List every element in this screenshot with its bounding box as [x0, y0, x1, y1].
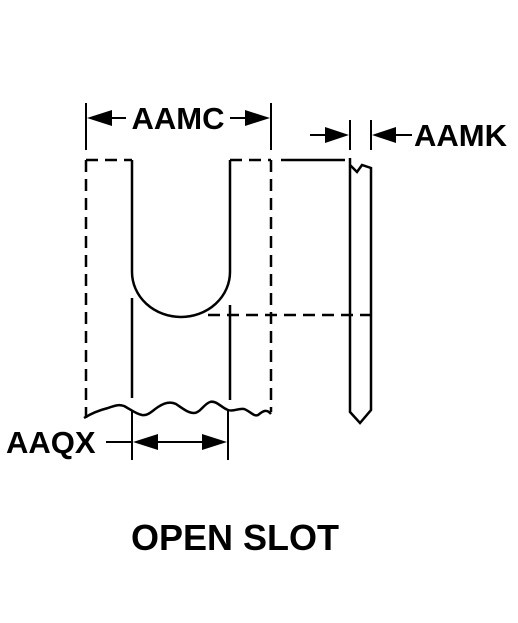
thickness-arrow-left	[325, 127, 349, 143]
slot-arrow-left	[133, 434, 158, 450]
thickness-dim-label: AAMK	[414, 118, 508, 153]
thickness-arrow-right	[372, 127, 396, 143]
slot-profile	[130, 160, 232, 400]
slot-arrow-right	[202, 434, 227, 450]
side-view-body	[348, 158, 373, 425]
diagram-caption: OPEN SLOT	[131, 517, 339, 558]
slot-dimension: AAQX	[6, 410, 229, 460]
slot-dim-label: AAQX	[6, 425, 96, 460]
slot-u-curve	[130, 160, 232, 319]
front-view-outline	[84, 158, 273, 418]
width-dimension: AAMC	[85, 101, 272, 150]
break-line	[83, 400, 272, 420]
width-arrow-left	[87, 110, 112, 126]
width-arrow-right	[245, 110, 270, 126]
width-dim-label: AAMC	[132, 101, 225, 136]
thickness-dimension: AAMK	[310, 118, 508, 153]
side-view	[281, 158, 373, 425]
